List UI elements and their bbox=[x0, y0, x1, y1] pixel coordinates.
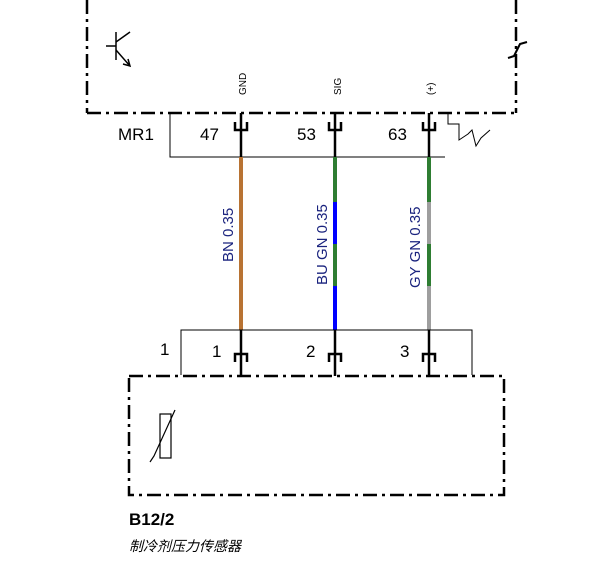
wire-label: BN 0.35 bbox=[220, 208, 237, 262]
signal-label: SIG bbox=[333, 78, 344, 95]
transistor-icon bbox=[106, 31, 132, 68]
upper-pin-label: 53 bbox=[297, 125, 316, 144]
lower-pin-label: 1 bbox=[212, 342, 221, 361]
upper-connector-name: MR1 bbox=[118, 125, 154, 144]
pressure-sensor-icon bbox=[149, 409, 176, 463]
component-id: B12/2 bbox=[129, 510, 174, 529]
sensor-boundary bbox=[127, 374, 506, 497]
lower-pin-label: 2 bbox=[306, 342, 315, 361]
signal-label: (+) bbox=[426, 83, 437, 96]
wire-label: GY GN 0.35 bbox=[407, 207, 424, 288]
signal-label: GND bbox=[238, 73, 249, 95]
wire-label: BU GN 0.35 bbox=[314, 204, 331, 285]
lower-pin-terminals bbox=[233, 330, 437, 376]
upper-unit-boundary bbox=[85, 0, 518, 115]
component-description: 制冷剂压力传感器 bbox=[129, 539, 243, 555]
upper-pin-terminals bbox=[233, 113, 437, 157]
upper-connector-outline bbox=[169, 113, 491, 158]
upper-pin-label: 63 bbox=[388, 125, 407, 144]
lower-connector-name: 1 bbox=[160, 340, 169, 359]
lower-pin-label: 3 bbox=[400, 342, 409, 361]
lower-connector-outline bbox=[180, 329, 473, 375]
edge-break-icon bbox=[507, 41, 528, 59]
upper-pin-label: 47 bbox=[200, 125, 219, 144]
